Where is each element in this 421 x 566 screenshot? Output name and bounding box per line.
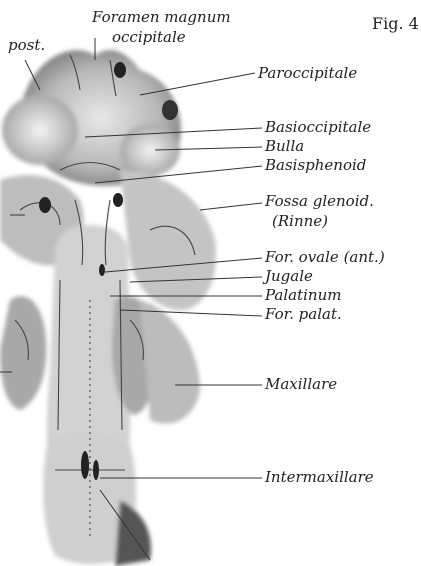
label-post: post. — [8, 38, 45, 53]
leader-fossa-glenoid — [200, 203, 262, 210]
label-palatinum: Palatinum — [265, 288, 341, 303]
label-for-palat: For. palat. — [265, 307, 342, 322]
skull-shading — [0, 50, 216, 566]
label-fossa-glenoid: Fossa glenoid. — [265, 194, 374, 209]
label-maxillare: Maxillare — [265, 377, 337, 392]
label-for-ovale: For. ovale (ant.) — [265, 250, 385, 265]
label-occipitale: occipitale — [112, 30, 186, 45]
label-foramen-magnum: Foramen magnum — [92, 10, 231, 25]
label-bulla: Bulla — [265, 139, 304, 154]
figure-number: Fig. 4 — [372, 14, 419, 33]
label-paroccipitale: Paroccipitale — [258, 66, 357, 81]
label-rinne: (Rinne) — [272, 214, 328, 229]
label-basisphenoid: Basisphenoid — [265, 158, 366, 173]
label-jugale: Jugale — [265, 269, 313, 284]
label-basioccipitale: Basioccipitale — [265, 120, 371, 135]
label-intermaxillare: Intermaxillare — [265, 470, 374, 485]
